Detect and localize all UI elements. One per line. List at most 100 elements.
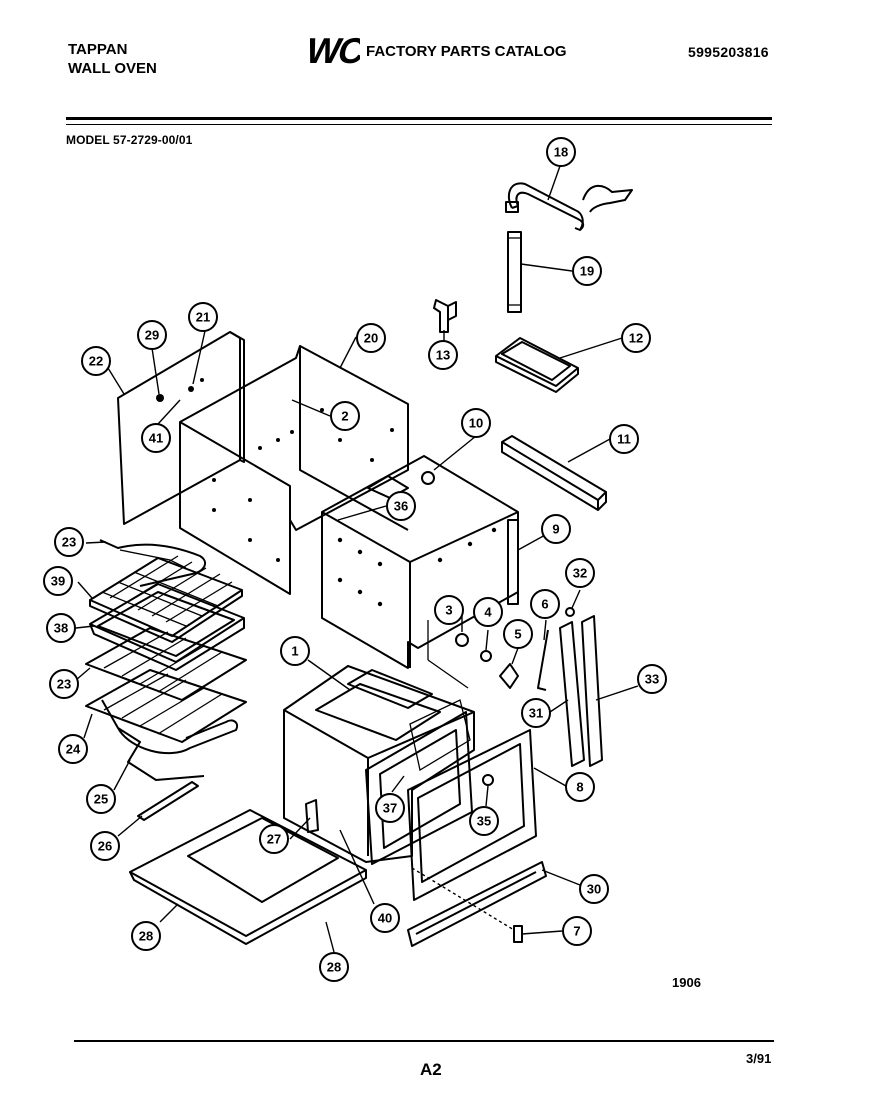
callout-8: 8 xyxy=(565,772,595,802)
callout-3: 3 xyxy=(434,595,464,625)
callout-28: 28 xyxy=(319,952,349,982)
svg-text:28: 28 xyxy=(139,929,153,944)
callout-27: 28 xyxy=(131,921,161,951)
page-code: A2 xyxy=(420,1060,442,1079)
callout-2: 2 xyxy=(330,401,360,431)
part-small-bracket xyxy=(433,299,457,333)
callout-23-lower: 24 xyxy=(58,734,88,764)
callout-12: 12 xyxy=(621,323,651,353)
logo-text: WCI xyxy=(302,31,360,68)
wci-logo: WCI xyxy=(302,31,360,68)
callout-35: 35 xyxy=(469,806,499,836)
header-rule-thick xyxy=(66,117,772,120)
svg-text:26: 26 xyxy=(98,839,112,854)
callout-18: 19 xyxy=(572,256,602,286)
catalog-number: 5995203816 xyxy=(688,44,769,60)
callout-4: 4 xyxy=(473,597,503,627)
svg-text:22: 22 xyxy=(89,354,103,369)
svg-text:19: 19 xyxy=(580,264,594,279)
exploded-parts-diagram: 18 19 12 13 20 21 29 22 2 41 10 11 36 9 … xyxy=(43,137,667,982)
callout-13: 13 xyxy=(428,340,458,370)
model-number: MODEL 57-2729-00/01 xyxy=(66,133,193,147)
svg-text:9: 9 xyxy=(552,522,559,537)
svg-text:29: 29 xyxy=(145,328,159,343)
svg-text:10: 10 xyxy=(469,416,483,431)
svg-text:39: 39 xyxy=(51,574,65,589)
callout-10: 10 xyxy=(461,408,491,438)
svg-text:21: 21 xyxy=(196,310,210,325)
svg-text:32: 32 xyxy=(573,566,587,581)
svg-text:4: 4 xyxy=(484,605,492,620)
callout-11: 11 xyxy=(609,424,639,454)
svg-text:31: 31 xyxy=(529,706,543,721)
svg-text:5: 5 xyxy=(514,627,521,642)
callout-9: 9 xyxy=(541,514,571,544)
part-element-bracket xyxy=(137,781,199,821)
brand-name: TAPPAN xyxy=(68,41,128,58)
svg-text:40: 40 xyxy=(378,911,392,926)
part-burner-tube xyxy=(507,231,522,313)
header-rule-thin xyxy=(66,124,772,125)
svg-text:6: 6 xyxy=(541,597,548,612)
callout-20: 21 xyxy=(188,302,218,332)
part-rear-panel xyxy=(117,331,245,525)
callout-23-upper: 23 xyxy=(49,669,79,699)
product-type: WALL OVEN xyxy=(68,60,157,77)
part-baffle-plate xyxy=(495,337,579,393)
callout-22: 23 xyxy=(54,527,84,557)
revision-date: 3/91 xyxy=(746,1051,772,1066)
part-gas-manifold-pipe xyxy=(505,182,633,231)
callout-19: 20 xyxy=(356,323,386,353)
brand-block: TAPPAN WALL OVEN xyxy=(68,40,157,78)
svg-text:23: 23 xyxy=(62,535,76,550)
svg-text:20: 20 xyxy=(364,331,378,346)
svg-text:23: 23 xyxy=(57,677,71,692)
part-valve-fittings xyxy=(427,620,549,691)
svg-text:8: 8 xyxy=(576,780,583,795)
part-oven-racks xyxy=(85,627,247,743)
part-screw xyxy=(513,925,523,943)
svg-text:33: 33 xyxy=(645,672,659,687)
part-front-frame xyxy=(407,729,537,901)
svg-text:1: 1 xyxy=(291,644,298,659)
svg-text:12: 12 xyxy=(629,331,643,346)
svg-text:13: 13 xyxy=(436,348,450,363)
part-oven-wrapper xyxy=(283,665,475,863)
part-bake-element xyxy=(101,699,238,781)
callout-37: 37 xyxy=(375,793,405,823)
svg-text:38: 38 xyxy=(54,621,68,636)
svg-text:37: 37 xyxy=(383,801,397,816)
callout-36: 36 xyxy=(386,491,416,521)
callout-41: 41 xyxy=(141,423,171,453)
callout-33: 33 xyxy=(637,664,667,694)
svg-text:3: 3 xyxy=(445,603,452,618)
part-broil-pan xyxy=(89,583,245,671)
part-oven-liner xyxy=(321,455,519,669)
footer-rule xyxy=(74,1040,774,1042)
svg-text:24: 24 xyxy=(66,742,81,757)
callout-29: 30 xyxy=(579,874,609,904)
callout-25: 26 xyxy=(90,831,120,861)
part-door-clip xyxy=(305,799,319,833)
callout-32: 32 xyxy=(565,558,595,588)
svg-text:36: 36 xyxy=(394,499,408,514)
catalog-title: FACTORY PARTS CATALOG xyxy=(366,43,567,60)
svg-text:25: 25 xyxy=(94,792,108,807)
drawing-number: 1906 xyxy=(672,975,701,990)
callout-7: 7 xyxy=(562,916,592,946)
svg-text:18: 18 xyxy=(554,145,568,160)
svg-text:7: 7 xyxy=(573,924,580,939)
part-toe-kick-panel xyxy=(407,861,547,947)
callout-39: 39 xyxy=(43,566,73,596)
svg-text:27: 27 xyxy=(267,832,281,847)
leader-lines xyxy=(75,165,639,953)
part-outer-cabinet xyxy=(179,345,409,595)
callout-1: 1 xyxy=(280,636,310,666)
callout-38: 38 xyxy=(46,613,76,643)
svg-text:35: 35 xyxy=(477,814,491,829)
part-top-rail xyxy=(501,435,607,511)
callout-21: 22 xyxy=(81,346,111,376)
callout-6: 6 xyxy=(530,589,560,619)
callout-31: 31 xyxy=(521,698,551,728)
callout-24: 25 xyxy=(86,784,116,814)
